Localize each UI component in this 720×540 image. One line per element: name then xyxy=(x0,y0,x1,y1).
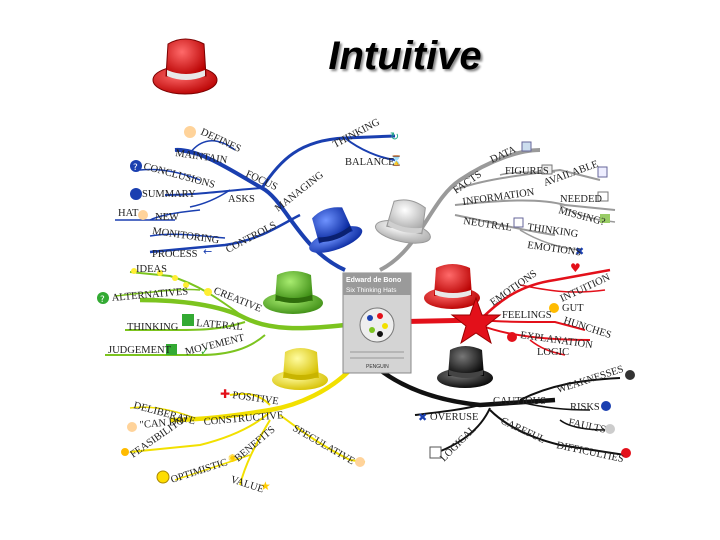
person-hat-icon xyxy=(138,210,148,220)
figures-icon xyxy=(541,164,553,175)
label-asks: ASKS xyxy=(228,194,255,205)
x-black-icon: ✖ xyxy=(418,411,427,424)
label-emotions-white: EMOTIONS xyxy=(527,240,582,258)
label-feelings: FEELINGS xyxy=(502,310,552,321)
label-hat: HAT xyxy=(118,208,139,219)
label-logic: LOGIC xyxy=(537,347,569,358)
sad-icon xyxy=(605,424,615,434)
label-risks: RISKS xyxy=(570,402,600,413)
red-hat-icon xyxy=(424,264,480,309)
label-needed: NEEDED xyxy=(560,194,602,205)
label-maintain: MAINTAIN xyxy=(175,148,229,166)
label-weaknesses: WEAKNESSES xyxy=(556,364,626,396)
question-icon xyxy=(130,160,142,172)
label-positive: POSITIVE xyxy=(232,390,280,407)
sun-icon: ✺ xyxy=(228,452,237,465)
plus-icon: ✚ xyxy=(220,387,230,401)
gut-icon xyxy=(549,303,559,313)
label-optimistic: OPTIMISTIC xyxy=(170,457,229,486)
label-defines: DEFINES xyxy=(199,127,243,155)
label-logical: LOGICAL xyxy=(438,424,478,464)
villain-icon xyxy=(625,370,635,380)
label-benefits: BENEFITS xyxy=(233,424,278,464)
data-icon xyxy=(521,141,532,152)
label-overuse: OVERUSE xyxy=(430,412,478,423)
label-balance: BALANCE xyxy=(345,157,395,168)
label-faults: FAULTS xyxy=(567,417,607,436)
arrow-icon xyxy=(130,188,142,200)
label-value: VALUE xyxy=(229,474,265,495)
smile-icon xyxy=(156,470,170,484)
label-careful: CAREFUL xyxy=(499,416,547,446)
label-emotions-red: EMOTIONS xyxy=(488,268,539,308)
cycle-icon: ↻ xyxy=(390,130,399,143)
label-monitoring: MONITORING xyxy=(152,226,221,246)
question-blue-icon xyxy=(601,401,611,411)
label-controls: CONTROLS xyxy=(224,220,278,256)
book-title: Six Thinking Hats xyxy=(346,287,397,294)
white-hat-icon xyxy=(374,199,431,244)
checklist-icon xyxy=(429,446,442,459)
arrow-left-icon: ← xyxy=(203,245,212,258)
label-lateral: LATERAL xyxy=(196,318,243,333)
yellow-hat-icon xyxy=(272,348,328,390)
label-speculative: SPECULATIVE xyxy=(291,423,357,467)
label-data: DATA xyxy=(489,144,519,166)
book-cover: Edward de Bono Six Thinking Hats PENGUIN xyxy=(342,272,412,374)
green-hat-icon xyxy=(263,271,323,314)
stop-icon xyxy=(621,448,631,458)
white-branch xyxy=(379,148,541,272)
label-gut: GUT xyxy=(562,303,584,314)
label-conclusions: CONCLUSIONS xyxy=(142,161,216,191)
list-icon xyxy=(597,166,608,178)
x-green-icon xyxy=(166,344,177,355)
label-figures: FIGURES xyxy=(505,166,549,177)
check-icon: ✓ xyxy=(200,345,209,358)
blue-hat-icon xyxy=(309,207,363,253)
slide-title: Intuitive xyxy=(328,34,482,78)
label-summary: SUMMARY xyxy=(142,189,196,200)
wand-icon xyxy=(121,448,129,456)
heart-icon: ♥ xyxy=(570,261,581,275)
label-managing: MANAGING xyxy=(273,170,326,215)
person-yellow-icon xyxy=(355,457,365,467)
label-difficulties: DIFFICULTIES xyxy=(555,440,624,465)
svg-text:?: ? xyxy=(100,295,105,305)
bar-chart-icon xyxy=(600,214,610,223)
chart-icon xyxy=(597,191,609,202)
bulb-icon xyxy=(131,268,137,274)
label-judgement: JUDGEMENT xyxy=(108,345,172,356)
person-icon xyxy=(184,126,196,138)
label-process: PROCESS xyxy=(152,249,198,260)
thumb-icon xyxy=(127,422,137,432)
label-cautious: CAUTIOUS xyxy=(493,396,546,407)
label-ideas: IDEAS xyxy=(136,264,167,275)
copy-icon xyxy=(513,217,524,228)
label-constructive: CONSTRUCTIVE xyxy=(203,410,284,428)
hourglass-icon: ⌛ xyxy=(390,154,402,167)
label-neutral: NEUTRAL xyxy=(463,216,513,234)
no-icon xyxy=(507,332,517,342)
star-icon xyxy=(450,296,502,345)
book-author: Edward de Bono xyxy=(346,277,401,284)
title-red-hat-icon xyxy=(152,38,218,95)
label-thinking-green: THINKING xyxy=(127,322,179,333)
star-small-icon: ★ xyxy=(260,479,271,493)
question-green-icon xyxy=(97,292,109,304)
black-hat-icon xyxy=(437,346,493,388)
label-can-do: "CAN DO" xyxy=(139,416,188,431)
label-new: NEW xyxy=(155,212,179,223)
label-information: INFORMATION xyxy=(462,187,536,208)
lateral-icon xyxy=(182,314,194,326)
book-publisher: PENGUIN xyxy=(366,364,389,370)
svg-text:?: ? xyxy=(133,163,138,173)
black-branch xyxy=(378,368,556,408)
cross-icon: ✖ xyxy=(575,245,584,258)
